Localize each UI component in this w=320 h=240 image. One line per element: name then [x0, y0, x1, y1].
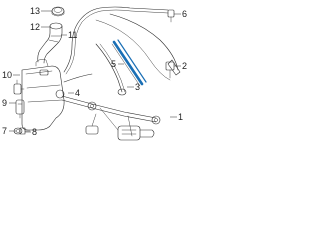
callout-11[interactable]: 11: [61, 30, 77, 40]
callout-12[interactable]: 12: [30, 22, 50, 32]
callout-3[interactable]: 3: [127, 82, 140, 92]
reservoir-cap-part: [51, 6, 65, 17]
callout-13[interactable]: 13: [30, 6, 52, 16]
wiper-arm-part: [95, 13, 181, 81]
callout-label-3: 3: [135, 82, 140, 92]
callout-7[interactable]: 7: [2, 126, 16, 136]
linkage-pivot-part: [85, 113, 99, 135]
parts-diagram: 13 12 11 6 5 2 3 10 4 9 1 7: [2, 6, 187, 141]
callout-4[interactable]: 4: [68, 88, 80, 98]
callout-8[interactable]: 8: [25, 127, 37, 137]
wiper-arm-left-part: [95, 43, 126, 93]
callout-label-7: 7: [2, 126, 7, 136]
callout-label-11: 11: [68, 30, 77, 40]
callout-label-12: 12: [30, 22, 40, 32]
washer-reservoir-part: [21, 59, 65, 131]
callout-label-4: 4: [75, 88, 80, 98]
callout-10[interactable]: 10: [2, 70, 20, 80]
washer-hose-part: [63, 6, 169, 83]
callout-1[interactable]: 1: [170, 112, 183, 122]
bolt-part: [19, 127, 31, 135]
callout-6[interactable]: 6: [174, 9, 187, 19]
connector-part: [165, 61, 175, 79]
callout-label-2: 2: [182, 61, 187, 71]
callout-label-10: 10: [2, 70, 12, 80]
callout-label-6: 6: [182, 9, 187, 19]
filler-neck-part: [37, 22, 63, 64]
wiper-linkage-part: [55, 89, 161, 137]
washer-nozzle-part: [167, 9, 175, 23]
washer-pump-part: [15, 99, 25, 119]
wiper-blade-part: [111, 39, 147, 87]
level-sensor-part: [13, 79, 25, 95]
callout-label-9: 9: [2, 98, 7, 108]
callout-2[interactable]: 2: [174, 61, 187, 71]
arm-cap-part: [117, 88, 127, 96]
callout-9[interactable]: 9: [2, 98, 16, 108]
callout-5[interactable]: 5: [111, 59, 124, 69]
wiper-motor-part: [117, 125, 155, 141]
callout-label-13: 13: [30, 6, 40, 16]
callout-label-1: 1: [178, 112, 183, 122]
callout-label-8: 8: [32, 127, 37, 137]
